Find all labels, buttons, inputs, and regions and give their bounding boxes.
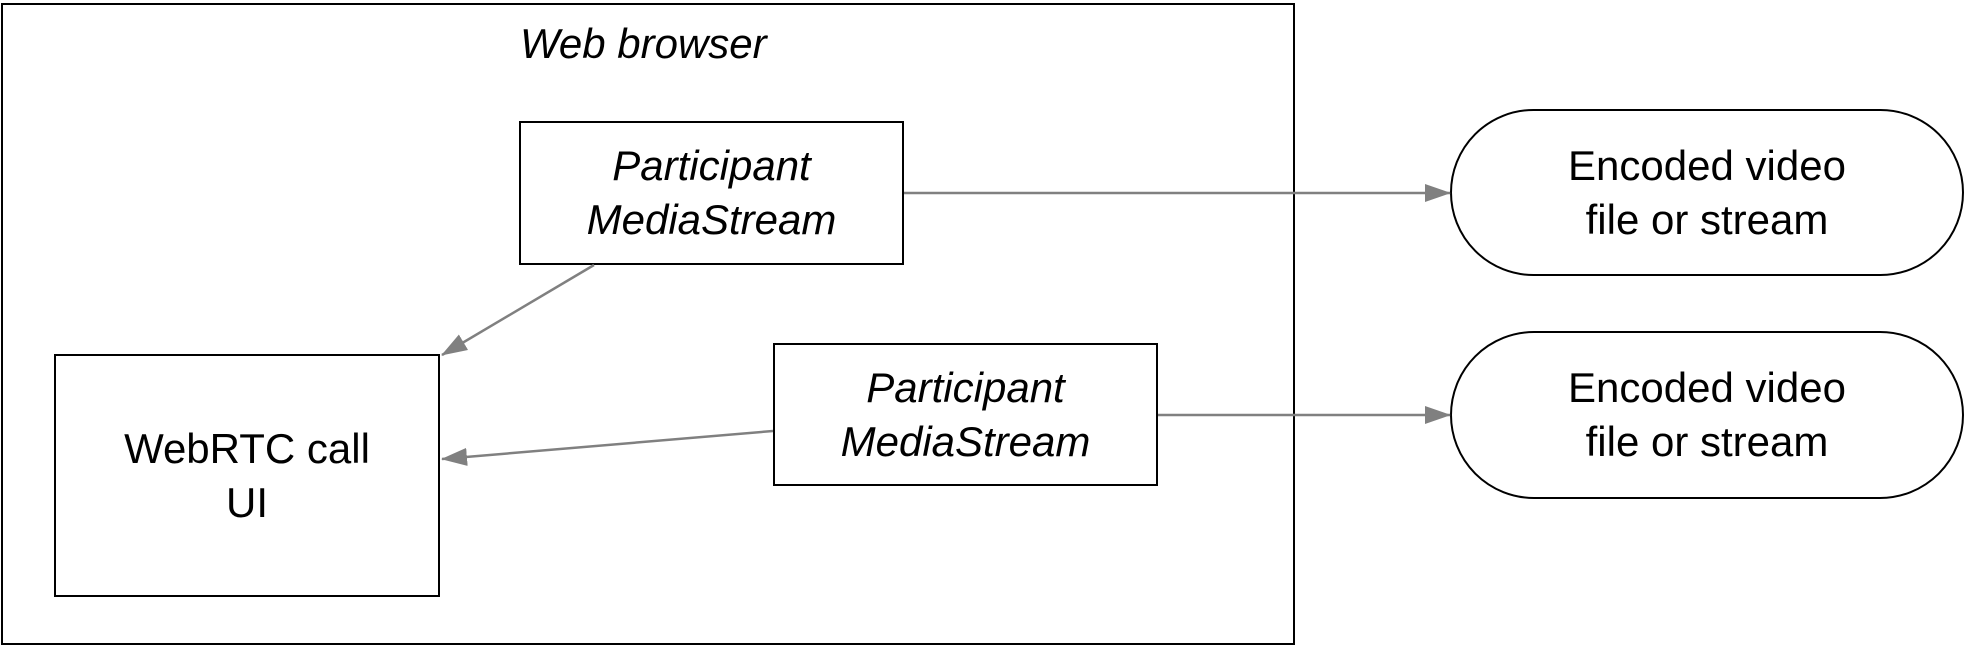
web-browser-container	[1, 3, 1295, 645]
participant-mediastream-top-line2: MediaStream	[586, 196, 837, 243]
encoded-video-output-bottom-line2: file or stream	[1585, 418, 1829, 465]
webrtc-call-ui-line1: WebRTC call	[124, 424, 370, 472]
participant-mediastream-bottom-line1: Participant	[866, 363, 1065, 411]
encoded-video-output-bottom: Encoded video file or stream	[1450, 331, 1964, 499]
participant-mediastream-bottom: Participant MediaStream	[773, 343, 1158, 486]
webrtc-call-ui: WebRTC call UI	[54, 354, 440, 597]
encoded-video-output-top-line1: Encoded video	[1568, 141, 1846, 189]
participant-mediastream-bottom-line2: MediaStream	[840, 417, 1091, 465]
participant-mediastream-top-line1: Participant	[612, 142, 811, 189]
encoded-video-output-top: Encoded video file or stream	[1450, 109, 1964, 276]
webrtc-call-ui-line2: UI	[226, 478, 268, 526]
encoded-video-output-bottom-line1: Encoded video	[1568, 364, 1846, 411]
web-browser-title: Web browser	[520, 20, 767, 67]
encoded-video-output-top-line2: file or stream	[1585, 195, 1829, 243]
participant-mediastream-top: Participant MediaStream	[519, 121, 904, 265]
